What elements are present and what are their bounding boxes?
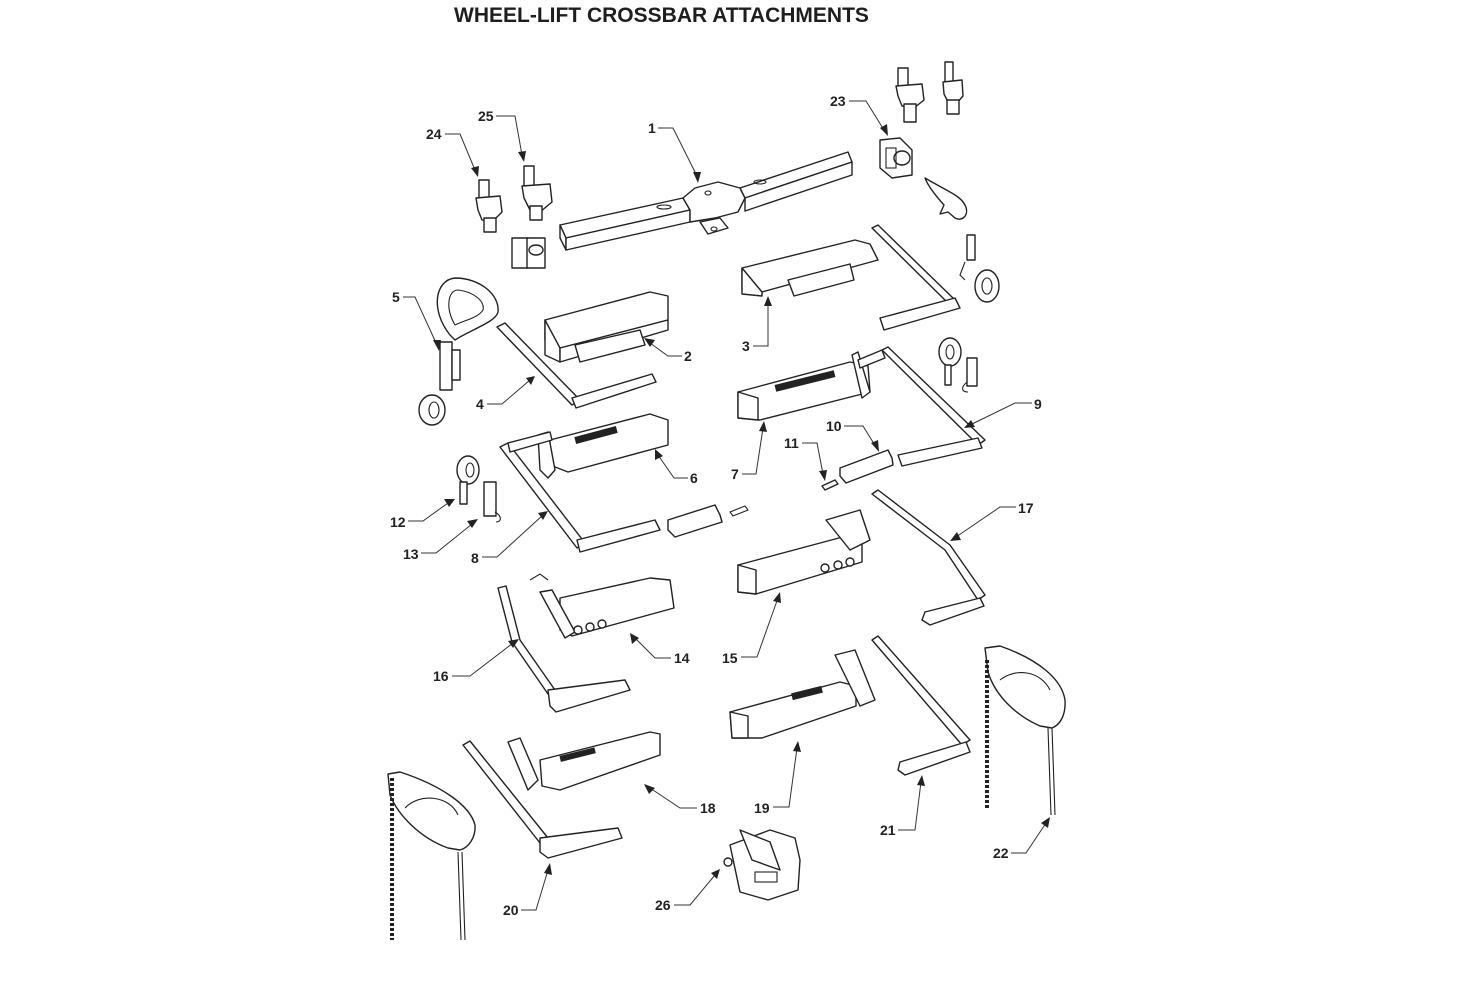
- callout-label-3: 3: [742, 338, 750, 354]
- callout-18[interactable]: 18: [644, 784, 716, 816]
- callout-5[interactable]: 5: [392, 289, 441, 351]
- callout-label-23: 23: [830, 93, 846, 109]
- callout-label-26: 26: [655, 897, 671, 913]
- callout-label-1: 1: [648, 120, 656, 136]
- wheel-lift-housing-left-part: [544, 291, 669, 363]
- callout-label-17: 17: [1018, 500, 1034, 516]
- callout-label-11: 11: [784, 435, 799, 451]
- callout-label-4: 4: [476, 396, 484, 412]
- callout-2[interactable]: 2: [644, 338, 692, 364]
- curved-l-arm-left-part: [497, 585, 631, 713]
- callout-label-8: 8: [471, 550, 479, 566]
- callout-3[interactable]: 3: [742, 296, 772, 354]
- callout-20[interactable]: 20: [503, 863, 552, 918]
- callout-13[interactable]: 13: [403, 519, 478, 562]
- callout-label-24: 24: [426, 126, 442, 142]
- callout-24[interactable]: 24: [426, 126, 479, 177]
- pivot-pin-right-part: [521, 165, 553, 221]
- callout-6[interactable]: 6: [655, 449, 698, 486]
- callout-label-2: 2: [684, 348, 692, 364]
- callout-23[interactable]: 23: [830, 93, 888, 136]
- strap-ratchet-right-part: [938, 337, 978, 393]
- curved-l-arm-right-part: [871, 489, 986, 626]
- callout-label-25: 25: [478, 108, 494, 124]
- callout-label-9: 9: [1034, 396, 1042, 412]
- callout-22[interactable]: 22: [993, 817, 1050, 861]
- callout-label-13: 13: [403, 546, 419, 562]
- callout-label-10: 10: [826, 418, 842, 434]
- quick-pin-housing-right-part: [737, 351, 871, 421]
- self-loading-housing-right-part: [729, 649, 876, 739]
- strap-ratchet-part: [456, 455, 480, 505]
- self-loading-housing-left-part: [507, 731, 661, 791]
- pivot-block-left-part: [511, 237, 546, 269]
- pivot-pin-left-part: [475, 179, 503, 233]
- callout-label-21: 21: [880, 822, 896, 838]
- strap-hook-part: [483, 481, 501, 523]
- wheel-lift-housing-right-part: [741, 224, 961, 331]
- callout-label-22: 22: [993, 845, 1009, 861]
- ratchet-strap-handle-part: [418, 277, 499, 426]
- callout-7[interactable]: 7: [731, 421, 767, 482]
- callout-4[interactable]: 4: [476, 376, 535, 412]
- callout-10[interactable]: 10: [826, 418, 879, 452]
- quick-pin-housing-left-part: [537, 413, 669, 479]
- swing-arm-housing-left-part: [529, 573, 675, 639]
- callout-label-12: 12: [390, 514, 406, 530]
- callout-label-6: 6: [690, 470, 698, 486]
- pivot-block-part: [879, 137, 913, 179]
- diagram-title: WHEEL-LIFT CROSSBAR ATTACHMENTS: [454, 4, 869, 27]
- callouts: 1 2 3 4 5 6: [390, 93, 1050, 918]
- swing-arm-housing-right-part: [737, 509, 871, 595]
- callout-17[interactable]: 17: [950, 500, 1034, 541]
- lock-pin-part: [821, 479, 839, 491]
- hook-strap-top-right-part: [924, 177, 1000, 303]
- wheel-stop-part: [839, 449, 894, 484]
- self-loading-l-arm-left-part: [462, 740, 623, 859]
- callout-26[interactable]: 26: [655, 869, 720, 913]
- callout-label-18: 18: [700, 800, 716, 816]
- callout-9[interactable]: 9: [964, 396, 1042, 428]
- callout-16[interactable]: 16: [433, 639, 519, 684]
- callout-label-20: 20: [503, 902, 519, 918]
- l-arm-left-part: [496, 322, 657, 409]
- callout-label-19: 19: [754, 800, 770, 816]
- callout-25[interactable]: 25: [478, 108, 526, 162]
- self-loading-l-arm-right-part: [871, 635, 971, 776]
- callout-11[interactable]: 11: [784, 435, 827, 481]
- crossbar-clamp-part: [723, 829, 801, 901]
- callout-12[interactable]: 12: [390, 499, 455, 530]
- callout-8[interactable]: 8: [471, 511, 548, 566]
- wheel-basket-left-part: [387, 771, 476, 941]
- callout-label-15: 15: [722, 650, 738, 666]
- wheel-basket-right-part: [984, 645, 1066, 816]
- callout-label-14: 14: [674, 650, 690, 666]
- adjustable-l-arm-right-part: [857, 346, 986, 467]
- callout-15[interactable]: 15: [722, 592, 781, 666]
- callout-label-16: 16: [433, 668, 449, 684]
- callout-14[interactable]: 14: [630, 633, 690, 666]
- callout-21[interactable]: 21: [880, 775, 925, 838]
- crossbar-part: [559, 151, 853, 251]
- callout-1[interactable]: 1: [648, 120, 701, 183]
- callout-label-5: 5: [392, 289, 400, 305]
- pivot-pins-top-part: [895, 61, 964, 123]
- wheel-stop-center-part: [667, 504, 749, 538]
- callout-19[interactable]: 19: [754, 741, 801, 816]
- adjustable-l-arm-left-part: [499, 431, 661, 553]
- callout-label-7: 7: [731, 466, 739, 482]
